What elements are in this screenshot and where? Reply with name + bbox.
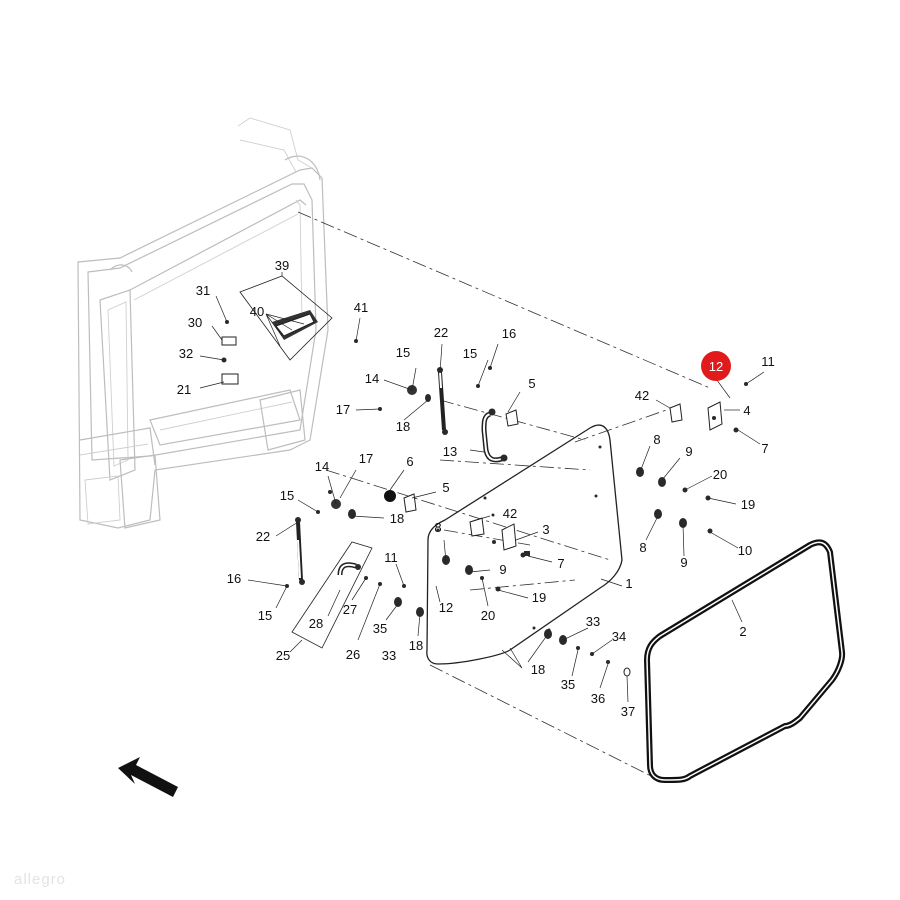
callout: 9 [680,555,687,570]
door-bracket-hardware [221,320,239,385]
callout: 17 [336,402,350,417]
callout: 16 [502,326,516,341]
callout: 41 [354,300,368,315]
callout: 18 [531,662,545,677]
washers-and-nuts [348,394,687,677]
cab-frame [77,117,329,529]
callout: 11 [384,550,398,565]
callout: 9 [685,444,692,459]
callout: 7 [761,441,768,456]
callout: 5 [442,480,449,495]
grab-handle [481,408,508,463]
highlight-circle [701,351,731,381]
callout: 12 [439,600,453,615]
callout: 15 [258,608,272,623]
callout: 20 [713,467,727,482]
callout: 7 [557,556,564,571]
callout: 15 [463,346,477,361]
direction-arrow-icon [118,757,178,797]
callout: 40 [250,304,264,319]
callout: 39 [275,258,289,273]
callout: 8 [653,432,660,447]
callout: 21 [177,382,191,397]
callout: 31 [196,283,210,298]
handle-assembly-box [291,541,373,649]
callout: 5 [528,376,535,391]
callout: 8 [434,520,441,535]
gas-struts [295,367,448,585]
callout: 3 [542,522,549,537]
wiring-box-assembly [239,275,333,361]
callout: 22 [256,529,270,544]
callout: 16 [227,571,241,586]
callout: 19 [741,497,755,512]
callout-labels: 1 2 3 4 5 5 6 7 7 8 8 8 9 9 9 10 11 11 1… [177,258,775,719]
callout: 10 [738,543,752,558]
callout: 9 [499,562,506,577]
callout: 18 [390,511,404,526]
callout: 14 [365,371,379,386]
callout: 32 [179,346,193,361]
callout: 19 [532,590,546,605]
hinge-hardware [331,385,723,551]
callout: 28 [309,616,323,631]
callout: 33 [382,648,396,663]
callout: 36 [591,691,605,706]
callout: 8 [639,540,646,555]
callout: 11 [761,354,775,369]
callout: 15 [280,488,294,503]
callout: 20 [481,608,495,623]
callout: 6 [406,454,413,469]
callout: 22 [434,325,448,340]
callout: 42 [503,506,517,521]
badge-label: 12 [709,359,723,374]
callout: 14 [315,459,329,474]
callout: 17 [359,451,373,466]
door-seal [644,539,846,783]
callout: 4 [743,403,750,418]
callout: 37 [621,704,635,719]
callout: 35 [373,621,387,636]
callout: 42 [635,388,649,403]
callout: 35 [561,677,575,692]
callout: 18 [409,638,423,653]
callout: 1 [625,576,632,591]
callout: 33 [586,614,600,629]
callout: 30 [188,315,202,330]
leader-lines [199,272,765,703]
callout: 18 [396,419,410,434]
callout: 34 [612,629,626,644]
watermark: allegro [14,871,66,888]
callout: 15 [396,345,410,360]
callout: 13 [443,444,457,459]
callout: 26 [346,647,360,662]
callout: 27 [343,602,357,617]
highlight-badge-12: 12 [701,351,731,381]
callout: 2 [739,624,746,639]
callout: 25 [276,648,290,663]
